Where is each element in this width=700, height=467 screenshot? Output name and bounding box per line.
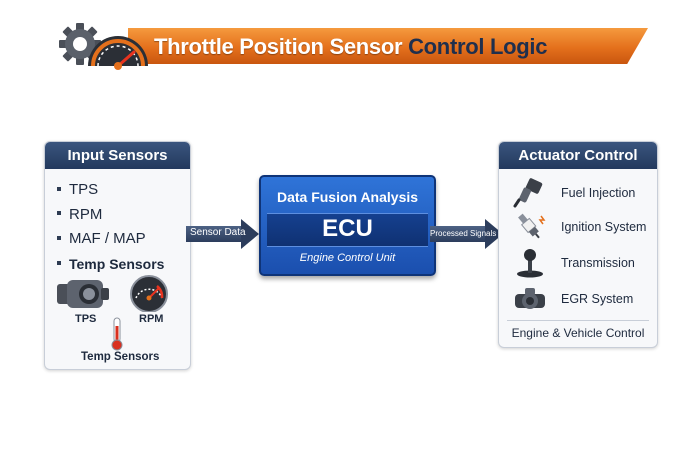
input-sensors-heading: Input Sensors: [45, 142, 190, 169]
title-banner: Throttle Position Sensor Control Logic: [58, 22, 648, 70]
actuator-item-transmission: Transmission: [499, 248, 657, 278]
sensor-list: TPS RPM MAF / MAP Temp Sensors: [55, 178, 164, 276]
sensor-data-arrow: Sensor Data: [186, 219, 259, 249]
page-title: Throttle Position Sensor Control Logic: [154, 34, 547, 60]
tps-icon-label: TPS: [75, 313, 97, 325]
actuator-control-heading: Actuator Control: [499, 142, 657, 169]
ecu-block: Data Fusion Analysis ECU Engine Control …: [259, 175, 436, 276]
list-item: MAF / MAP: [55, 227, 164, 252]
bullet-icon: [57, 235, 61, 240]
title-ribbon: [128, 28, 648, 64]
actuator-footer: Engine & Vehicle Control: [511, 326, 645, 340]
divider: [507, 320, 649, 321]
title-part-2: Control Logic: [408, 34, 548, 59]
sensor-data-label: Sensor Data: [190, 227, 246, 238]
egr-valve-icon: [515, 288, 545, 309]
tachometer-icon: [130, 275, 168, 312]
bullet-icon: [57, 211, 61, 216]
fuel-injector-icon: [513, 178, 543, 208]
bullet-icon: [57, 261, 61, 266]
temp-icon-label: Temp Sensors: [81, 351, 160, 363]
ecu-heading: Data Fusion Analysis: [276, 189, 419, 205]
list-item: Temp Sensors: [55, 252, 164, 277]
actuator-control-panel: Actuator Control Fuel Injection Ignition…: [498, 141, 658, 348]
processed-signals-label: Processed Signals: [430, 229, 497, 238]
list-item: TPS: [55, 178, 164, 203]
actuator-item-ignition-system: Ignition System: [499, 212, 657, 242]
rpm-icon-label: RPM: [139, 313, 164, 325]
arrow-right-icon: [241, 219, 259, 249]
list-item: RPM: [55, 203, 164, 228]
input-sensors-panel: Input Sensors TPS RPM MAF / MAP Temp Sen…: [44, 141, 191, 370]
ecu-name: ECU: [322, 215, 373, 242]
processed-signals-arrow: Processed Signals: [430, 219, 503, 249]
gear-shifter-icon: [517, 249, 543, 278]
title-part-1: Throttle Position Sensor: [154, 34, 403, 59]
actuator-item-egr-system: EGR System: [499, 284, 657, 314]
bullet-icon: [57, 186, 61, 191]
actuator-item-fuel-injection: Fuel Injection: [499, 178, 657, 208]
throttle-body-icon: [57, 280, 109, 308]
ecu-subtitle: Engine Control Unit: [299, 252, 396, 264]
spark-plug-icon: [518, 213, 546, 239]
gear-gauge-icon: [59, 23, 148, 70]
thermometer-icon: [111, 317, 123, 351]
